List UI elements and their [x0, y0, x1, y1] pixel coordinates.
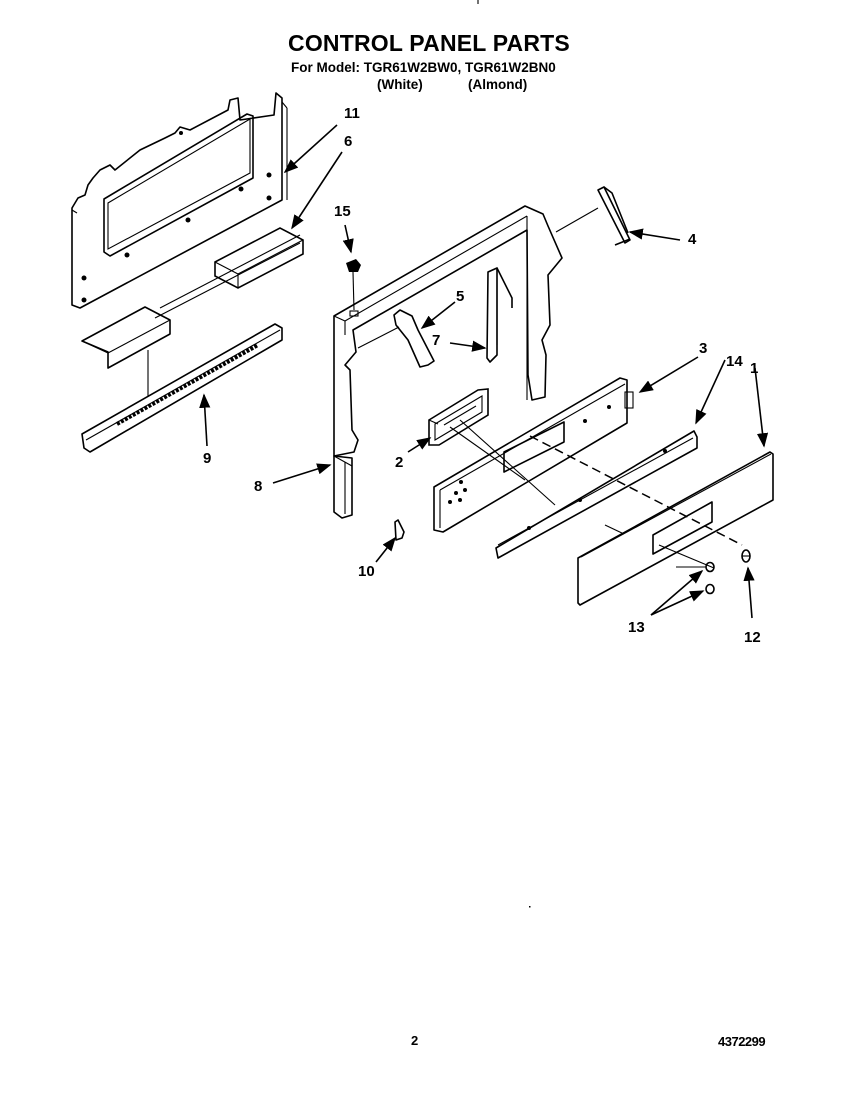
document-number: 4372299	[718, 1034, 766, 1049]
part-12-knob	[741, 549, 751, 563]
callout-13: 13	[628, 619, 645, 636]
part-4-bracket	[555, 186, 631, 246]
callout-15: 15	[334, 203, 351, 220]
callout-2: 2	[395, 454, 404, 471]
callout-3: 3	[699, 340, 708, 357]
page-title: CONTROL PANEL PARTS	[288, 30, 570, 56]
variant-white: (White)	[377, 77, 423, 92]
model-line: For Model: TGR61W2BW0, TGR61W2BN0	[291, 60, 556, 75]
part-7-bracket	[486, 267, 513, 363]
part-14-trim-strip	[495, 430, 698, 559]
part-11-rear-panel	[71, 92, 288, 309]
control-panel-frame	[333, 205, 563, 519]
part-6-channel	[154, 227, 304, 319]
part-13-screws	[676, 561, 715, 595]
part-10-clip	[394, 519, 405, 541]
variant-almond: (Almond)	[468, 77, 528, 92]
callout-6: 6	[344, 133, 353, 150]
part-9-trim-strip	[81, 306, 283, 453]
callout-10: 10	[358, 563, 375, 580]
callout-9: 9	[203, 450, 212, 467]
callout-12: 12	[744, 629, 761, 646]
callout-7: 7	[432, 332, 441, 349]
page-number: 2	[411, 1033, 419, 1048]
part-5-side-trim	[357, 309, 435, 368]
callout-4: 4	[688, 231, 697, 248]
part-15-nut	[346, 259, 361, 311]
callout-11: 11	[344, 105, 360, 122]
callout-14: 14	[726, 353, 743, 370]
callout-1: 1	[750, 360, 759, 377]
callout-5: 5	[456, 288, 465, 305]
leader-lines	[199, 124, 769, 619]
part-2-switch	[428, 388, 556, 506]
part-1-overlay-panel	[577, 451, 774, 606]
callout-8: 8	[254, 478, 263, 495]
